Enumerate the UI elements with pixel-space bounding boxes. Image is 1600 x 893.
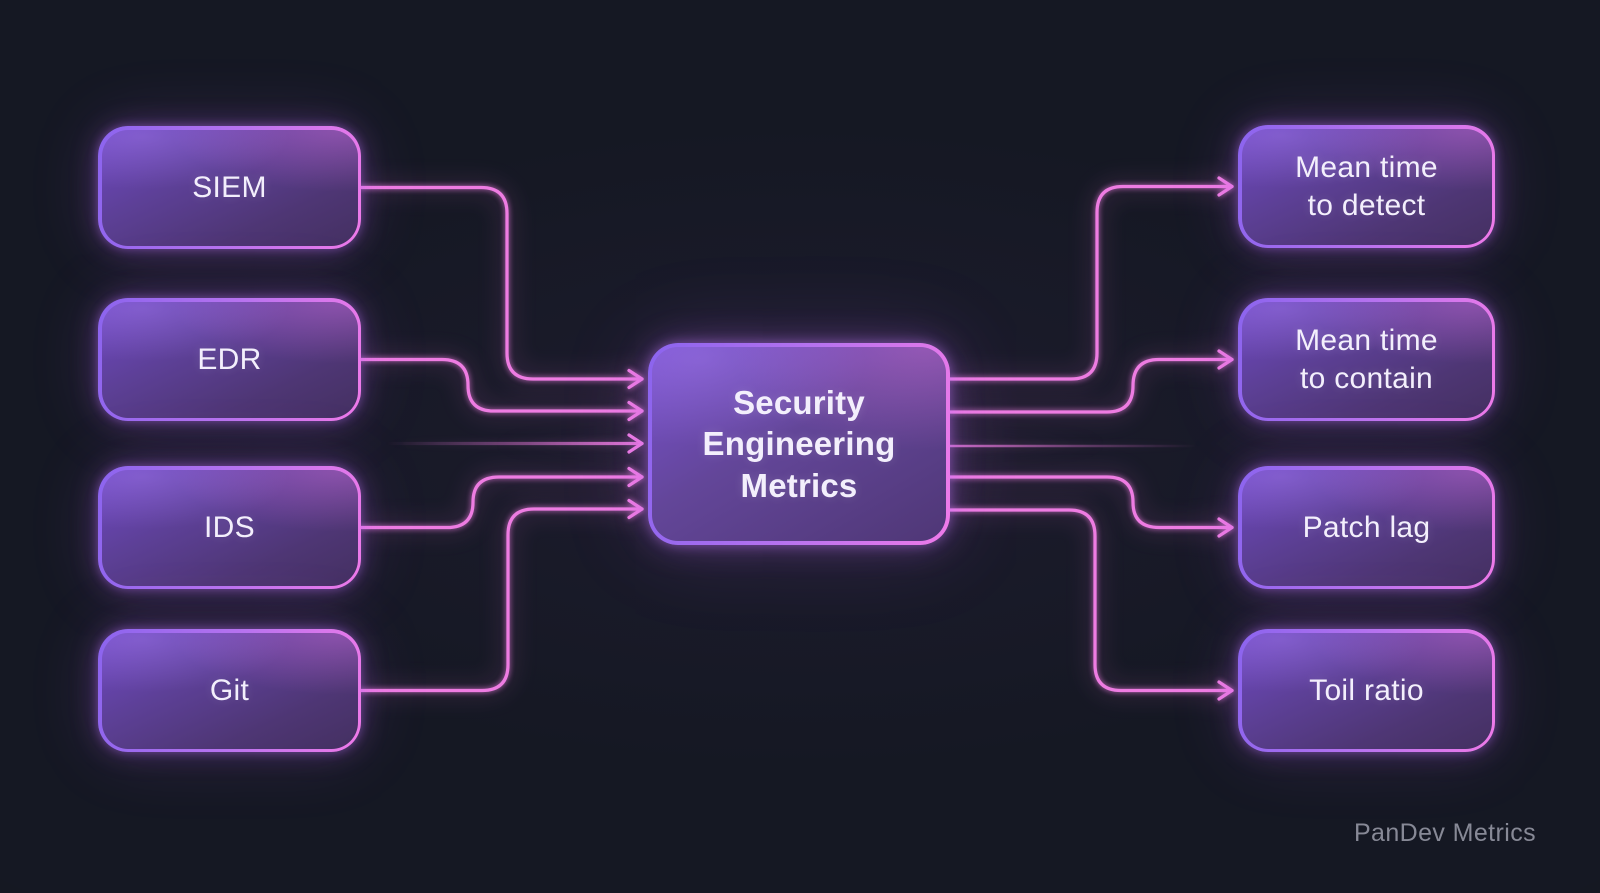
node-siem: SIEM [98, 126, 361, 249]
node-edr-label: EDR [197, 342, 262, 376]
node-patch-lag-body: Patch lag [1241, 469, 1492, 586]
edge-center-to-mttd [948, 176, 1234, 381]
watermark-text: PanDev Metrics [1353, 819, 1536, 847]
node-mttc-label: Mean time to contain [1295, 324, 1438, 395]
node-edr-body: EDR [101, 301, 358, 418]
edge-ids-to-center [359, 466, 644, 530]
node-patch-lag: Patch lag [1238, 466, 1495, 589]
node-mean-time-to-detect: Mean time to detect [1238, 125, 1495, 248]
edge-edr-to-center [359, 357, 644, 422]
node-toil-ratio-body: Toil ratio [1241, 632, 1492, 749]
node-siem-body: SIEM [101, 129, 358, 246]
node-mttd-body: Mean time to detect [1241, 128, 1492, 245]
node-ids-label: IDS [204, 510, 255, 544]
node-toil-ratio-label: Toil ratio [1309, 673, 1424, 707]
node-git-label: Git [209, 673, 250, 707]
node-git-body: Git [101, 632, 358, 749]
edge-git-to-center [359, 498, 644, 693]
node-git: Git [98, 629, 361, 752]
node-mean-time-to-contain: Mean time to contain [1238, 298, 1495, 421]
edge-center-to-patch-lag [948, 475, 1234, 538]
node-patch-lag-label: Patch lag [1302, 510, 1431, 544]
edge-siem-to-center [359, 185, 644, 390]
edge-center-to-toil-ratio [948, 508, 1234, 701]
node-center-hub: Security Engineering Metrics [648, 343, 950, 545]
node-mttd-label: Mean time to detect [1295, 151, 1438, 222]
node-siem-label: SIEM [192, 170, 267, 204]
node-ids: IDS [98, 466, 361, 589]
edge-center-to-mttc [948, 349, 1234, 414]
node-center-hub-body: Security Engineering Metrics [652, 347, 946, 541]
node-center-hub-label: Security Engineering Metrics [702, 384, 896, 504]
node-toil-ratio: Toil ratio [1238, 629, 1495, 752]
node-edr: EDR [98, 298, 361, 421]
node-mttc-body: Mean time to contain [1241, 301, 1492, 418]
node-ids-body: IDS [101, 469, 358, 586]
